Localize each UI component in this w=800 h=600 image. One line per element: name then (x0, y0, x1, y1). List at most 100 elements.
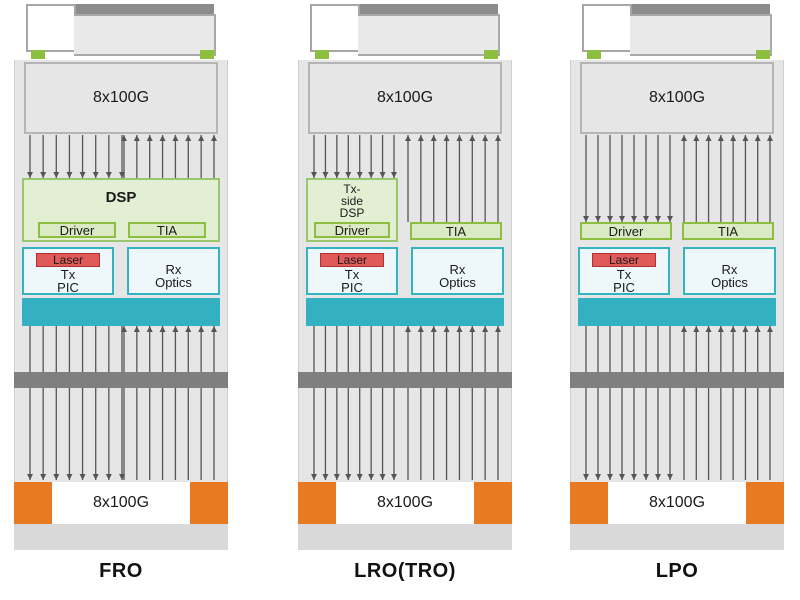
green-tab-left (315, 50, 329, 59)
arrowhead-up (705, 135, 712, 141)
arrowhead-up (172, 135, 179, 141)
module-label: LRO(TRO) (354, 560, 456, 582)
arrowhead-up (456, 135, 463, 141)
laser-label: Laser (52, 253, 84, 267)
tia-label: TIA (156, 222, 178, 238)
dsp-chip: DSP Driver TIA (22, 178, 220, 242)
rx-optics-label: Rx Optics (711, 262, 748, 290)
green-tab-left (587, 50, 601, 59)
module-bottom (298, 524, 512, 550)
orange-block-left (298, 482, 336, 524)
arrowhead-up (693, 135, 700, 141)
arrowhead-down (607, 216, 613, 222)
arrowhead-down (66, 474, 73, 480)
arrowhead-down (66, 172, 73, 178)
module-label: FRO (99, 560, 143, 582)
arrowhead-up (693, 326, 700, 332)
arrowhead-up (405, 135, 411, 141)
arrowhead-down (667, 474, 673, 480)
arrowhead-down (631, 216, 637, 222)
arrowhead-down (619, 216, 625, 222)
orange-block-right (474, 482, 512, 524)
arrowhead-down (333, 172, 340, 178)
arrowhead-up (146, 326, 153, 332)
module-top-edge (618, 4, 770, 14)
laser-chip: Laser (592, 253, 656, 267)
rx-optics: Rx Optics (127, 247, 220, 295)
arrowhead-up (742, 326, 749, 332)
module-top-edge (62, 4, 214, 14)
electrical-connector: 8x100G (24, 62, 218, 134)
electrical-connector: 8x100G (308, 62, 502, 134)
electrical-connector-label: 8x100G (92, 89, 150, 106)
arrowhead-up (495, 326, 501, 332)
tx-pic: Laser Tx PIC (22, 247, 114, 295)
arrowhead-down (40, 172, 47, 178)
arrowhead-down (655, 474, 661, 480)
arrowhead-up (443, 135, 450, 141)
arrowhead-down (607, 474, 613, 480)
orange-block-right (746, 482, 784, 524)
module-lpo: 8x100G Driver TIA Laser Tx PIC Rx Optics… (570, 0, 800, 600)
laser-chip: Laser (320, 253, 384, 267)
module-label: LPO (655, 560, 699, 582)
arrowhead-down (345, 474, 352, 480)
optical-connector: 8x100G (608, 482, 746, 524)
host-lanes (311, 135, 501, 480)
tx-pic-label: Tx PIC (613, 267, 635, 295)
arrowhead-up (681, 326, 687, 332)
optical-interface-bar (22, 298, 220, 326)
arrowhead-up (121, 326, 127, 332)
orange-block-left (14, 482, 52, 524)
optical-connector-label: 8x100G (376, 494, 434, 511)
rx-optics: Rx Optics (411, 247, 504, 295)
arrowhead-down (79, 172, 86, 178)
arrowhead-down (655, 216, 661, 222)
optical-connector-label: 8x100G (92, 494, 150, 511)
arrowhead-down (53, 172, 60, 178)
host-lanes (27, 135, 217, 480)
tx-pic-label: Tx PIC (341, 267, 363, 295)
arrowhead-down (379, 474, 386, 480)
arrowhead-up (469, 135, 476, 141)
arrowhead-down (391, 474, 397, 480)
electrical-connector-label: 8x100G (648, 89, 706, 106)
arrowhead-down (311, 474, 317, 480)
arrowhead-up (159, 326, 166, 332)
laser-label: Laser (608, 253, 640, 267)
arrowhead-down (368, 172, 375, 178)
arrowhead-up (405, 326, 411, 332)
arrowhead-up (172, 326, 179, 332)
arrowhead-down (583, 474, 589, 480)
arrowhead-up (681, 135, 687, 141)
electrical-connector: 8x100G (580, 62, 774, 134)
arrowhead-down (356, 172, 363, 178)
laser-chip: Laser (36, 253, 100, 267)
module-top-housing (630, 14, 772, 56)
module-bottom (570, 524, 784, 550)
arrowhead-up (430, 135, 437, 141)
arrowhead-down (53, 474, 60, 480)
arrowhead-down (643, 216, 649, 222)
driver-label: Driver (334, 222, 370, 238)
arrowhead-up (185, 326, 192, 332)
module-top-housing (358, 14, 500, 56)
optical-connector: 8x100G (336, 482, 474, 524)
arrowhead-up (742, 135, 749, 141)
arrowhead-down (631, 474, 637, 480)
module-latch (26, 4, 76, 52)
arrowhead-down (322, 172, 329, 178)
module-latch (582, 4, 632, 52)
rx-optics-label: Rx Optics (439, 262, 476, 290)
arrowhead-up (717, 326, 724, 332)
tx-pic: Laser Tx PIC (306, 247, 398, 295)
arrowhead-up (469, 326, 476, 332)
arrowhead-up (121, 135, 127, 141)
arrowhead-down (595, 216, 601, 222)
arrowhead-down (667, 216, 673, 222)
arrowhead-up (185, 135, 192, 141)
arrowhead-down (345, 172, 352, 178)
arrowhead-up (482, 135, 489, 141)
arrowhead-down (105, 172, 112, 178)
tia-chip: TIA (128, 222, 206, 238)
